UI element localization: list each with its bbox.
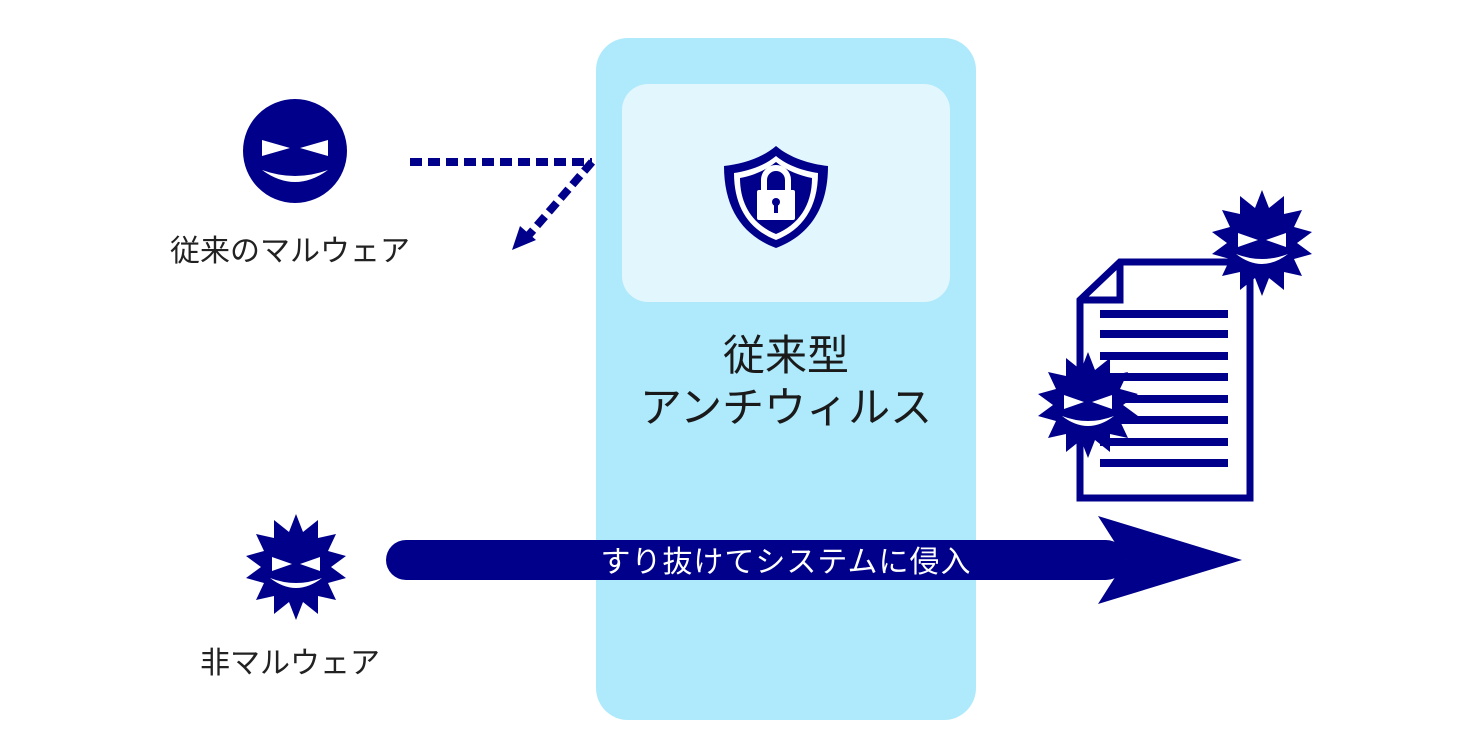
blocked-dashed-arrow bbox=[410, 158, 596, 250]
shield-lock-icon bbox=[724, 146, 828, 248]
non-malware-virus-icon bbox=[246, 514, 346, 620]
legacy-malware-label: 従来のマルウェア bbox=[170, 234, 410, 269]
virus-on-document-top-icon bbox=[1212, 190, 1312, 296]
non-malware-label: 非マルウェア bbox=[200, 646, 380, 681]
antivirus-title-line2: アンチウィルス bbox=[639, 383, 933, 432]
intrusion-arrow bbox=[386, 516, 1242, 604]
document-icon bbox=[1076, 258, 1254, 502]
legacy-malware-face-icon bbox=[243, 99, 347, 203]
antivirus-title-line1: 従来型 bbox=[722, 331, 849, 380]
antivirus-title: 従来型 アンチウィルス bbox=[596, 330, 976, 434]
virus-on-document-left-icon bbox=[1038, 352, 1138, 458]
intrusion-arrow-label: すり抜けてシステムに侵入 bbox=[600, 545, 972, 580]
